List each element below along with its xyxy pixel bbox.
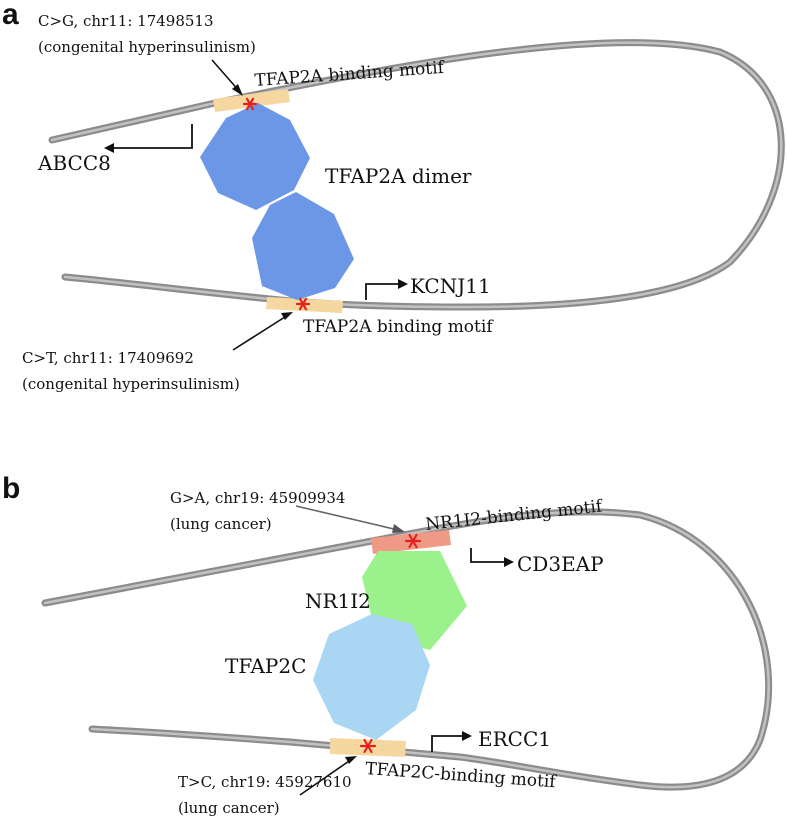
protein-label-nr1i2: NR1I2 xyxy=(305,589,371,613)
panel-a-top-mutation-line1: C>G, chr11: 17498513 xyxy=(38,12,214,30)
panel-a-bottom-mutation-line1: C>T, chr11: 17409692 xyxy=(22,349,194,367)
panel-a-bottom-motif-label: TFAP2A binding motif xyxy=(303,317,494,337)
panel-b-bottom-mutation-star xyxy=(359,738,377,754)
panel-b-bottom-mutation-line1: T>C, chr19: 45927610 xyxy=(178,773,352,791)
gene-label-abcc8: ABCC8 xyxy=(37,151,111,175)
panel-b-dna-strand xyxy=(41,508,772,791)
protein-label-tfap2a-dimer: TFAP2A dimer xyxy=(325,164,472,188)
protein-label-tfap2c: TFAP2C xyxy=(225,654,306,678)
gene-label-cd3eap: CD3EAP xyxy=(517,552,604,576)
panel-a-bottom-mutation-star xyxy=(295,297,311,311)
panel-a-top-motif-label: TFAP2A binding motif xyxy=(254,58,446,91)
gene-label-kcnj11: KCNJ11 xyxy=(410,274,491,298)
panel-a-bottom-mutation-line2: (congenital hyperinsulinism) xyxy=(22,375,240,393)
cd3eap-tss-arrow xyxy=(470,548,514,567)
panel-a: a xyxy=(2,0,785,393)
gene-label-ercc1: ERCC1 xyxy=(478,727,551,751)
panel-b: b xyxy=(2,472,772,817)
panel-a-top-pointer-arrow xyxy=(211,59,243,96)
tfap2a-dimer-upper-heptagon xyxy=(200,103,310,210)
tfap2c-heptagon xyxy=(313,614,430,740)
panel-b-top-mutation-line2: (lung cancer) xyxy=(170,515,272,533)
abcc8-tss-arrow xyxy=(104,124,193,153)
panel-a-letter: a xyxy=(2,0,19,31)
tfap2a-dimer-lower-heptagon xyxy=(252,192,354,300)
panel-b-bottom-mutation-line2: (lung cancer) xyxy=(178,799,280,817)
panel-a-top-mutation-star xyxy=(242,97,258,111)
panel-b-top-pointer-arrow xyxy=(295,505,405,533)
panel-b-top-motif-label: NR1I2-binding motif xyxy=(424,496,604,535)
panel-a-bottom-pointer-arrow xyxy=(232,312,293,351)
panel-b-top-mutation-line1: G>A, chr19: 45909934 xyxy=(170,489,345,507)
kcnj11-tss-arrow xyxy=(365,279,408,300)
panel-b-top-mutation-star xyxy=(404,533,422,549)
panel-a-top-mutation-line2: (congenital hyperinsulinism) xyxy=(38,38,256,56)
panel-b-bottom-pointer-arrow xyxy=(299,756,357,796)
panel-b-bottom-motif-label: TFAP2C-binding motif xyxy=(365,759,558,792)
ercc1-tss-arrow xyxy=(431,731,472,752)
panel-b-letter: b xyxy=(2,472,20,505)
